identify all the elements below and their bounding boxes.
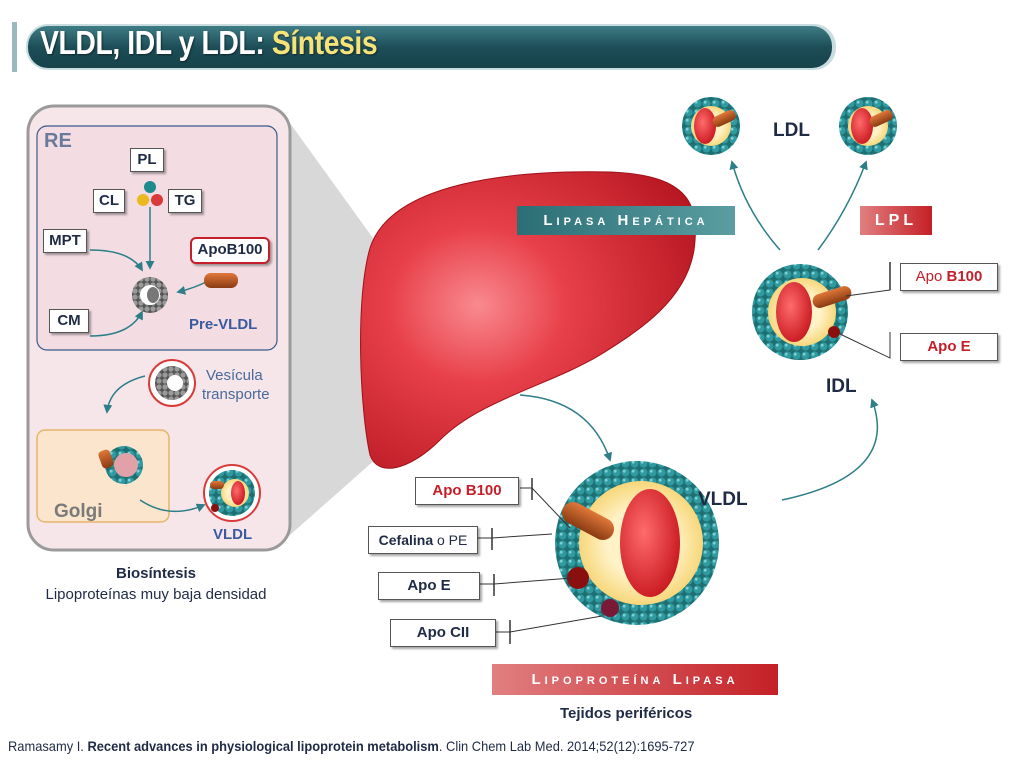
cl-label: CL — [93, 189, 125, 213]
golgi-particle — [98, 446, 143, 484]
liver — [360, 171, 696, 469]
lipoprotein-lipase-banner-bg — [492, 664, 778, 695]
golgi-label: Golgi — [54, 501, 103, 522]
tg-label: TG — [168, 189, 202, 213]
pl-label: PL — [130, 148, 164, 172]
vldl-cefalina-label: Cefalina o PE — [368, 526, 478, 554]
biosynthesis-title: Biosíntesis — [115, 565, 197, 582]
apob100-label: ApoB100 — [190, 237, 270, 264]
cm-label: CM — [49, 309, 89, 333]
hepatic-lipase-banner: Lipasa Hepática — [543, 212, 709, 229]
idl-particle — [752, 264, 852, 360]
er-label: RE — [44, 130, 72, 152]
pl-molecule — [144, 181, 156, 193]
vesicle-label-line2: transporte — [202, 386, 270, 403]
tg-molecule — [151, 194, 163, 206]
biosynthesis-subtitle: Lipoproteínas muy baja densidad — [45, 586, 267, 603]
hepatic-lipase-banner-bg — [517, 206, 735, 235]
page-title: VLDL, IDL y LDL: Síntesis — [40, 24, 378, 61]
idl-apo-e-label: Apo E — [900, 333, 998, 361]
vldl-panel-label: VLDL — [213, 526, 253, 543]
ldl-particle-right — [839, 97, 897, 155]
lipoprotein-lipase-banner: Lipoproteína Lipasa — [531, 671, 739, 688]
idl-label: IDL — [826, 376, 857, 397]
transport-vesicle — [148, 359, 196, 407]
vesicle-label-line1: Vesícula — [206, 367, 263, 384]
vldl-apo-b100-label: Apo B100 — [415, 477, 519, 505]
lpl-banner: LPL — [874, 212, 918, 229]
citation: Ramasamy I. Recent advances in physiolog… — [8, 738, 695, 754]
vldl-particle — [555, 461, 719, 625]
idl-apo-b100-label: Apo B100 — [900, 263, 998, 291]
title-bar — [12, 22, 836, 72]
pre-vldl-particle — [132, 277, 168, 313]
er-panel — [36, 125, 278, 351]
ldl-label: LDL — [773, 120, 810, 141]
apob100-protein — [204, 273, 238, 288]
vldl-small-particle — [203, 464, 261, 522]
cl-molecule — [137, 194, 149, 206]
vldl-label: VLDL — [698, 489, 748, 510]
vldl-apo-cii-label: Apo CII — [390, 619, 496, 647]
vldl-apo-e-label: Apo E — [378, 572, 480, 600]
peripheral-tissues-label: Tejidos periféricos — [560, 705, 693, 722]
lpl-banner-bg — [860, 206, 932, 235]
pre-vldl-label: Pre-VLDL — [189, 316, 258, 333]
mpt-label: MPT — [43, 229, 87, 253]
ldl-particle-left — [682, 97, 740, 155]
